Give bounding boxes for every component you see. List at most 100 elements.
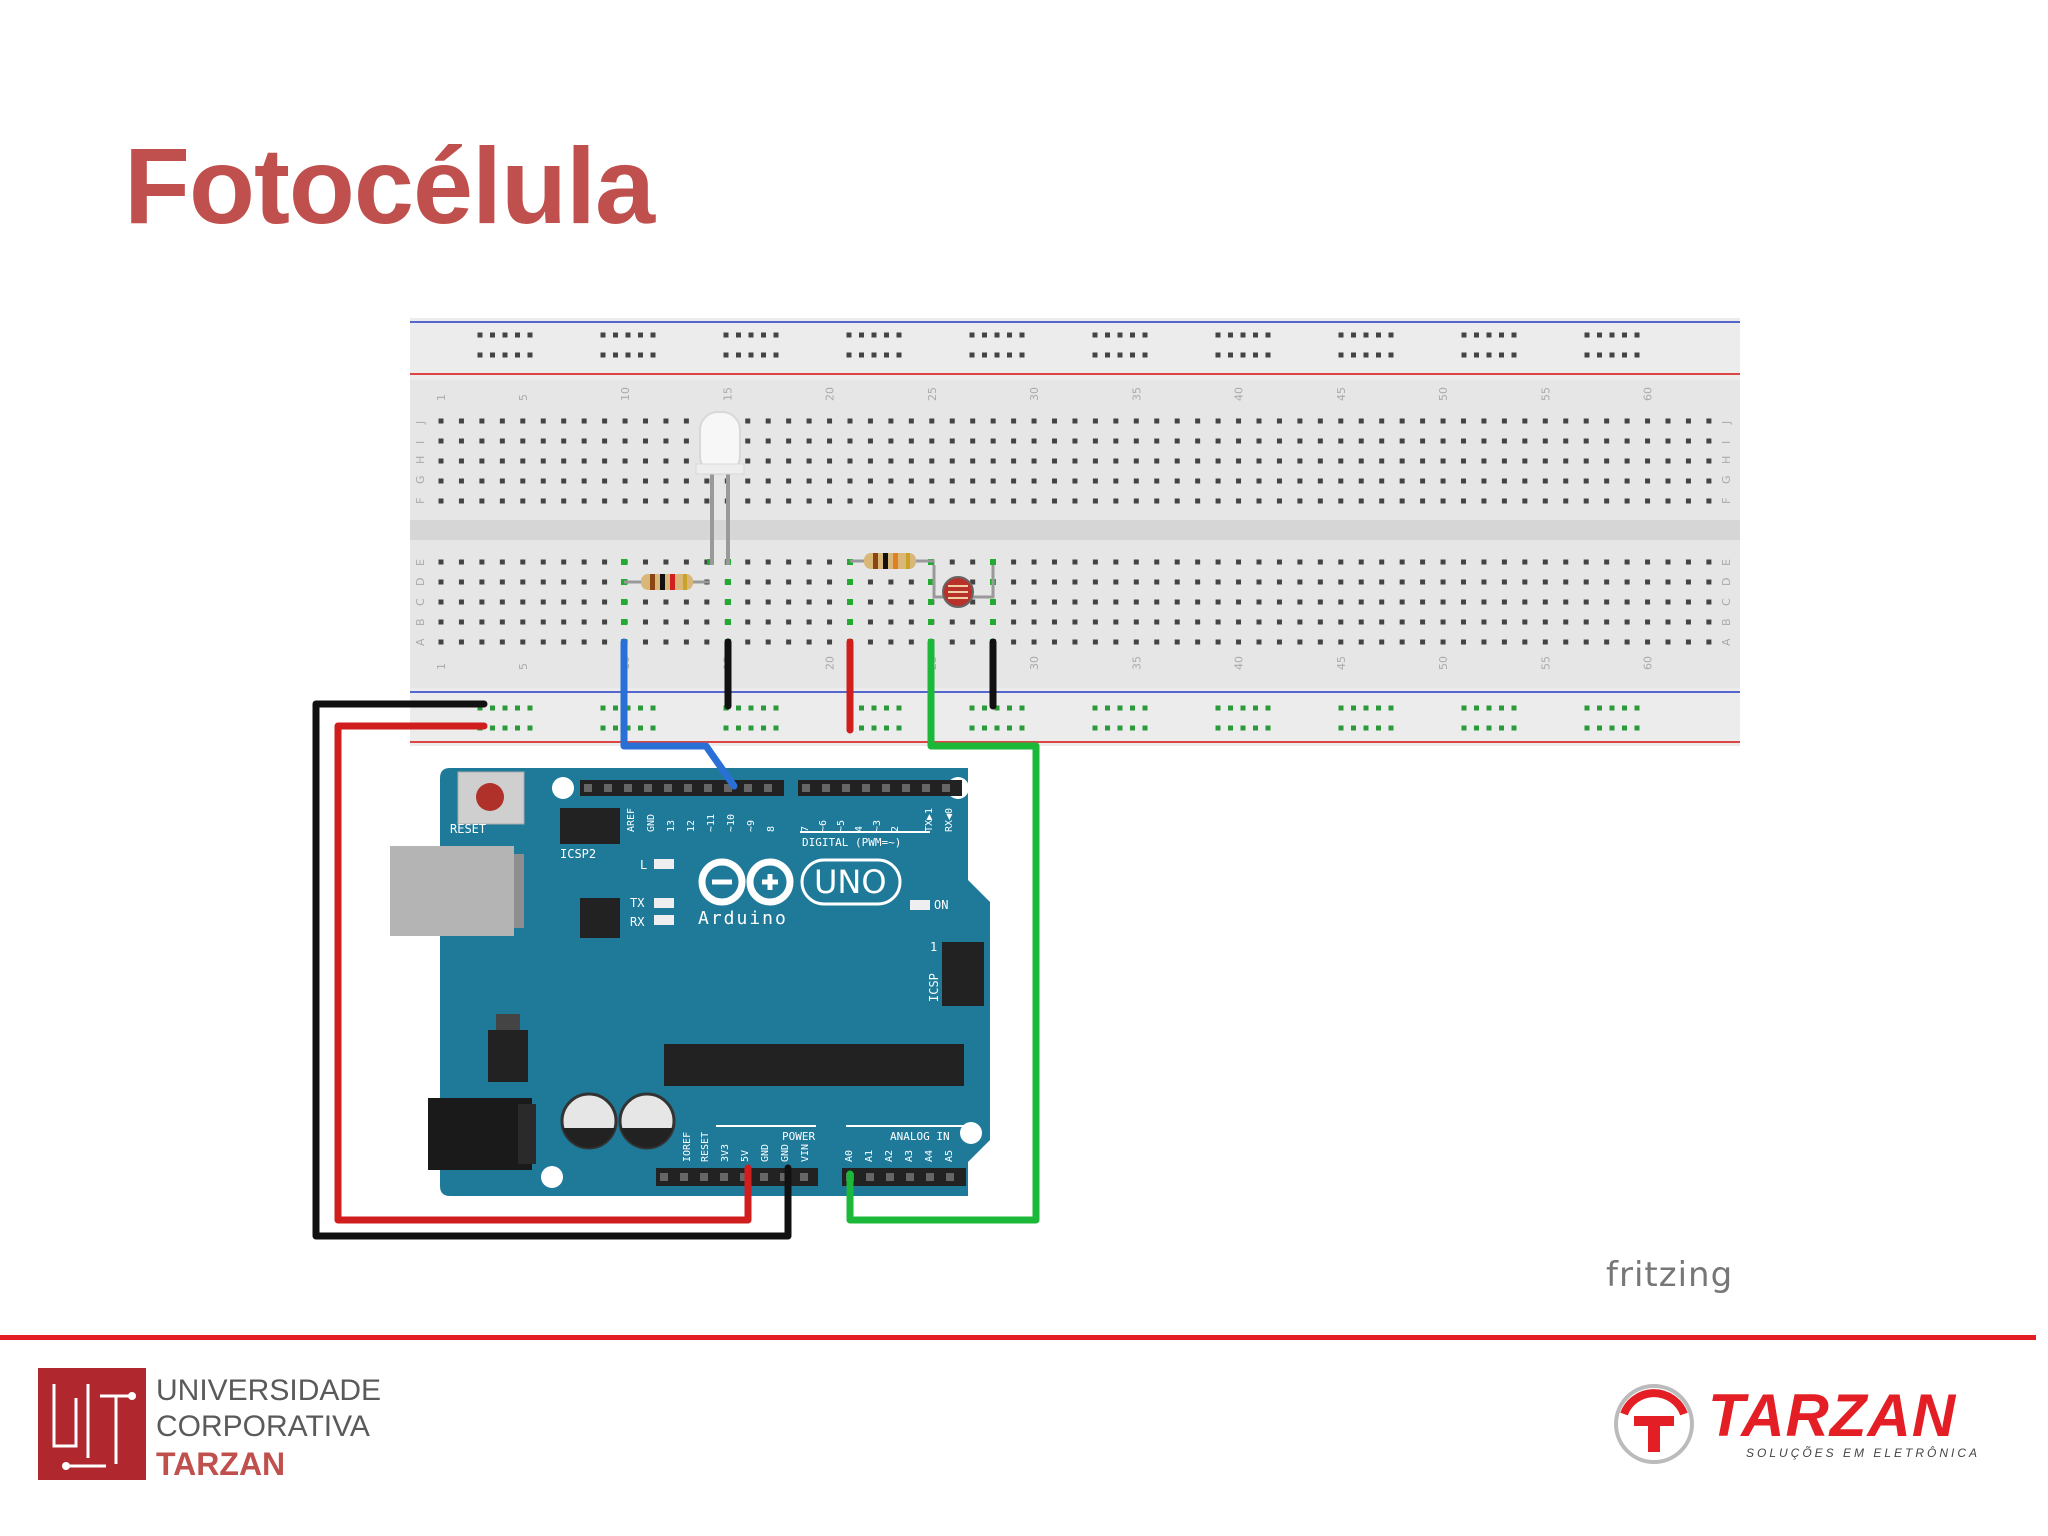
led-tx-label: TX	[630, 896, 645, 910]
arduino-power-pin-label: 5V	[740, 1150, 751, 1162]
wire-red-5v	[334, 722, 752, 1224]
arduino-digital-pin-label: ~5	[836, 820, 847, 832]
arduino-digital-pin-label: RX◀0	[944, 808, 955, 832]
arduino-digital-pin-label: ~11	[706, 814, 717, 832]
breadboard-column-number: 40	[1233, 656, 1246, 670]
breadboard-row-letter: I	[1720, 441, 1733, 444]
led-rx-label: RX	[630, 915, 645, 929]
arduino-digital-pin-label: ~3	[872, 820, 883, 832]
breadboard-row-letter: H	[414, 456, 427, 464]
breadboard-row-letter: G	[414, 475, 427, 484]
analog-label: ANALOG IN	[890, 1130, 950, 1143]
wire-green-a0	[846, 638, 1040, 1224]
arduino-analog-pin-label: A0	[844, 1150, 855, 1162]
photoresistor	[932, 565, 995, 608]
breadboard-column-number: 35	[1130, 387, 1143, 401]
digital-label: DIGITAL (PWM=~)	[802, 836, 901, 849]
arduino-digital-pin-label: ~6	[818, 820, 829, 832]
breadboard-row-letter: D	[414, 578, 427, 586]
uct-line3: TARZAN	[156, 1446, 286, 1482]
tarzan-tagline: SOLUÇÕES EM ELETRÔNICA	[1746, 1446, 1981, 1460]
breadboard-row-letter: H	[1720, 456, 1733, 464]
universidade-corporativa-logo: UNIVERSIDADE CORPORATIVA TARZAN	[36, 1366, 381, 1484]
tarzan-logo: TARZAN SOLUÇÕES EM ELETRÔNICA	[1612, 1378, 2012, 1478]
breadboard-column-number: 60	[1642, 387, 1655, 401]
arduino-analog-pin-label: A4	[924, 1150, 935, 1162]
breadboard-column-number: 50	[1437, 387, 1450, 401]
breadboard-column-number: 55	[1539, 656, 1552, 670]
breadboard-column-number: 20	[824, 387, 837, 401]
arduino-analog-pin-label: A3	[904, 1150, 915, 1162]
breadboard-column-number: 1	[435, 663, 448, 670]
breadboard-row-letter: B	[414, 618, 427, 626]
wire-blue-pin10	[620, 638, 738, 790]
arduino-brand: Arduino	[698, 908, 788, 929]
arduino-power-pin-label: GND	[760, 1144, 771, 1162]
wire-black-gnd	[312, 700, 792, 1240]
breadboard-column-number: 15	[721, 387, 734, 401]
breadboard-column-number: 55	[1539, 387, 1552, 401]
arduino-digital-pin-label: 12	[686, 820, 697, 832]
wires	[312, 638, 1040, 1240]
resistor-ldr	[850, 553, 934, 569]
breadboard-column-number: 45	[1335, 387, 1348, 401]
uct-line1: UNIVERSIDADE	[156, 1374, 382, 1407]
breadboard-column-number: 1	[435, 394, 448, 401]
arduino-digital-pin-label: 7	[800, 826, 811, 832]
led-l-label: L	[640, 858, 647, 872]
breadboard-column-number: 30	[1028, 387, 1041, 401]
arduino-uno-board: RESET ICSP2 DIGITAL (PWM=~) POWER ANALOG…	[390, 768, 990, 1196]
breadboard-row-letter: J	[1720, 421, 1733, 425]
breadboard-column-number: 60	[1642, 656, 1655, 670]
fritzing-credit: fritzing	[1606, 1255, 1734, 1295]
breadboard-column-number: 35	[1130, 656, 1143, 670]
arduino-analog-pin-label: A1	[864, 1150, 875, 1162]
arduino-power-pin-label: RESET	[700, 1132, 711, 1162]
footer-divider	[0, 1335, 2036, 1340]
breadboard-column-number: 50	[1437, 656, 1450, 670]
arduino-digital-pin-label: ~9	[746, 820, 757, 832]
breadboard-row-letter: A	[1720, 638, 1733, 646]
breadboard-row-letter: C	[1720, 598, 1733, 606]
uct-line2: CORPORATIVA	[156, 1410, 370, 1443]
arduino-model: UNO	[814, 863, 887, 901]
icsp-label: ICSP	[927, 973, 941, 1002]
arduino-power-pin-label: GND	[780, 1144, 791, 1162]
led-on-label: ON	[934, 898, 948, 912]
tarzan-name: TARZAN	[1708, 1382, 1957, 1449]
arduino-power-pin-label: IOREF	[682, 1132, 693, 1162]
arduino-digital-pin-label: TX▶1	[924, 808, 935, 832]
icsp-pin1-label: 1	[930, 940, 937, 954]
arduino-digital-pin-label: 2	[890, 826, 901, 832]
arduino-digital-pin-label: 13	[666, 820, 677, 832]
icsp2-label: ICSP2	[560, 847, 596, 861]
breadboard-column-number: 10	[619, 387, 632, 401]
breadboard-row-letter: J	[414, 421, 427, 425]
led	[695, 411, 745, 565]
arduino-digital-pin-label: 4	[854, 826, 865, 832]
slide-title: Fotocélula	[124, 125, 655, 246]
breadboard-column-number: 25	[926, 387, 939, 401]
arduino-analog-pin-label: A5	[944, 1150, 955, 1162]
breadboard-column-number: 40	[1233, 387, 1246, 401]
arduino-digital-pin-label: ~10	[726, 814, 737, 832]
tarzan-emblem-icon	[1614, 1384, 1694, 1464]
breadboard-column-number: 5	[517, 663, 530, 670]
breadboard-row-letter: F	[414, 498, 427, 504]
arduino-infinity-logo	[698, 858, 902, 906]
breadboard-row-letter: F	[1720, 498, 1733, 504]
breadboard-column-number: 20	[824, 656, 837, 670]
breadboard-row-letter: I	[414, 441, 427, 444]
arduino-power-pin-label: 3V3	[720, 1144, 731, 1162]
breadboard-row-letter: B	[1720, 618, 1733, 626]
arduino-digital-pin-label: GND	[646, 814, 657, 832]
breadboard-row-letter: G	[1720, 475, 1733, 484]
breadboard-column-number: 5	[517, 394, 530, 401]
breadboard-row-letter: A	[414, 638, 427, 646]
arduino-digital-pin-label: 8	[766, 826, 777, 832]
arduino-digital-pin-label: AREF	[626, 808, 637, 832]
arduino-power-pin-label: VIN	[800, 1144, 811, 1162]
breadboard-row-letter: D	[1720, 578, 1733, 586]
